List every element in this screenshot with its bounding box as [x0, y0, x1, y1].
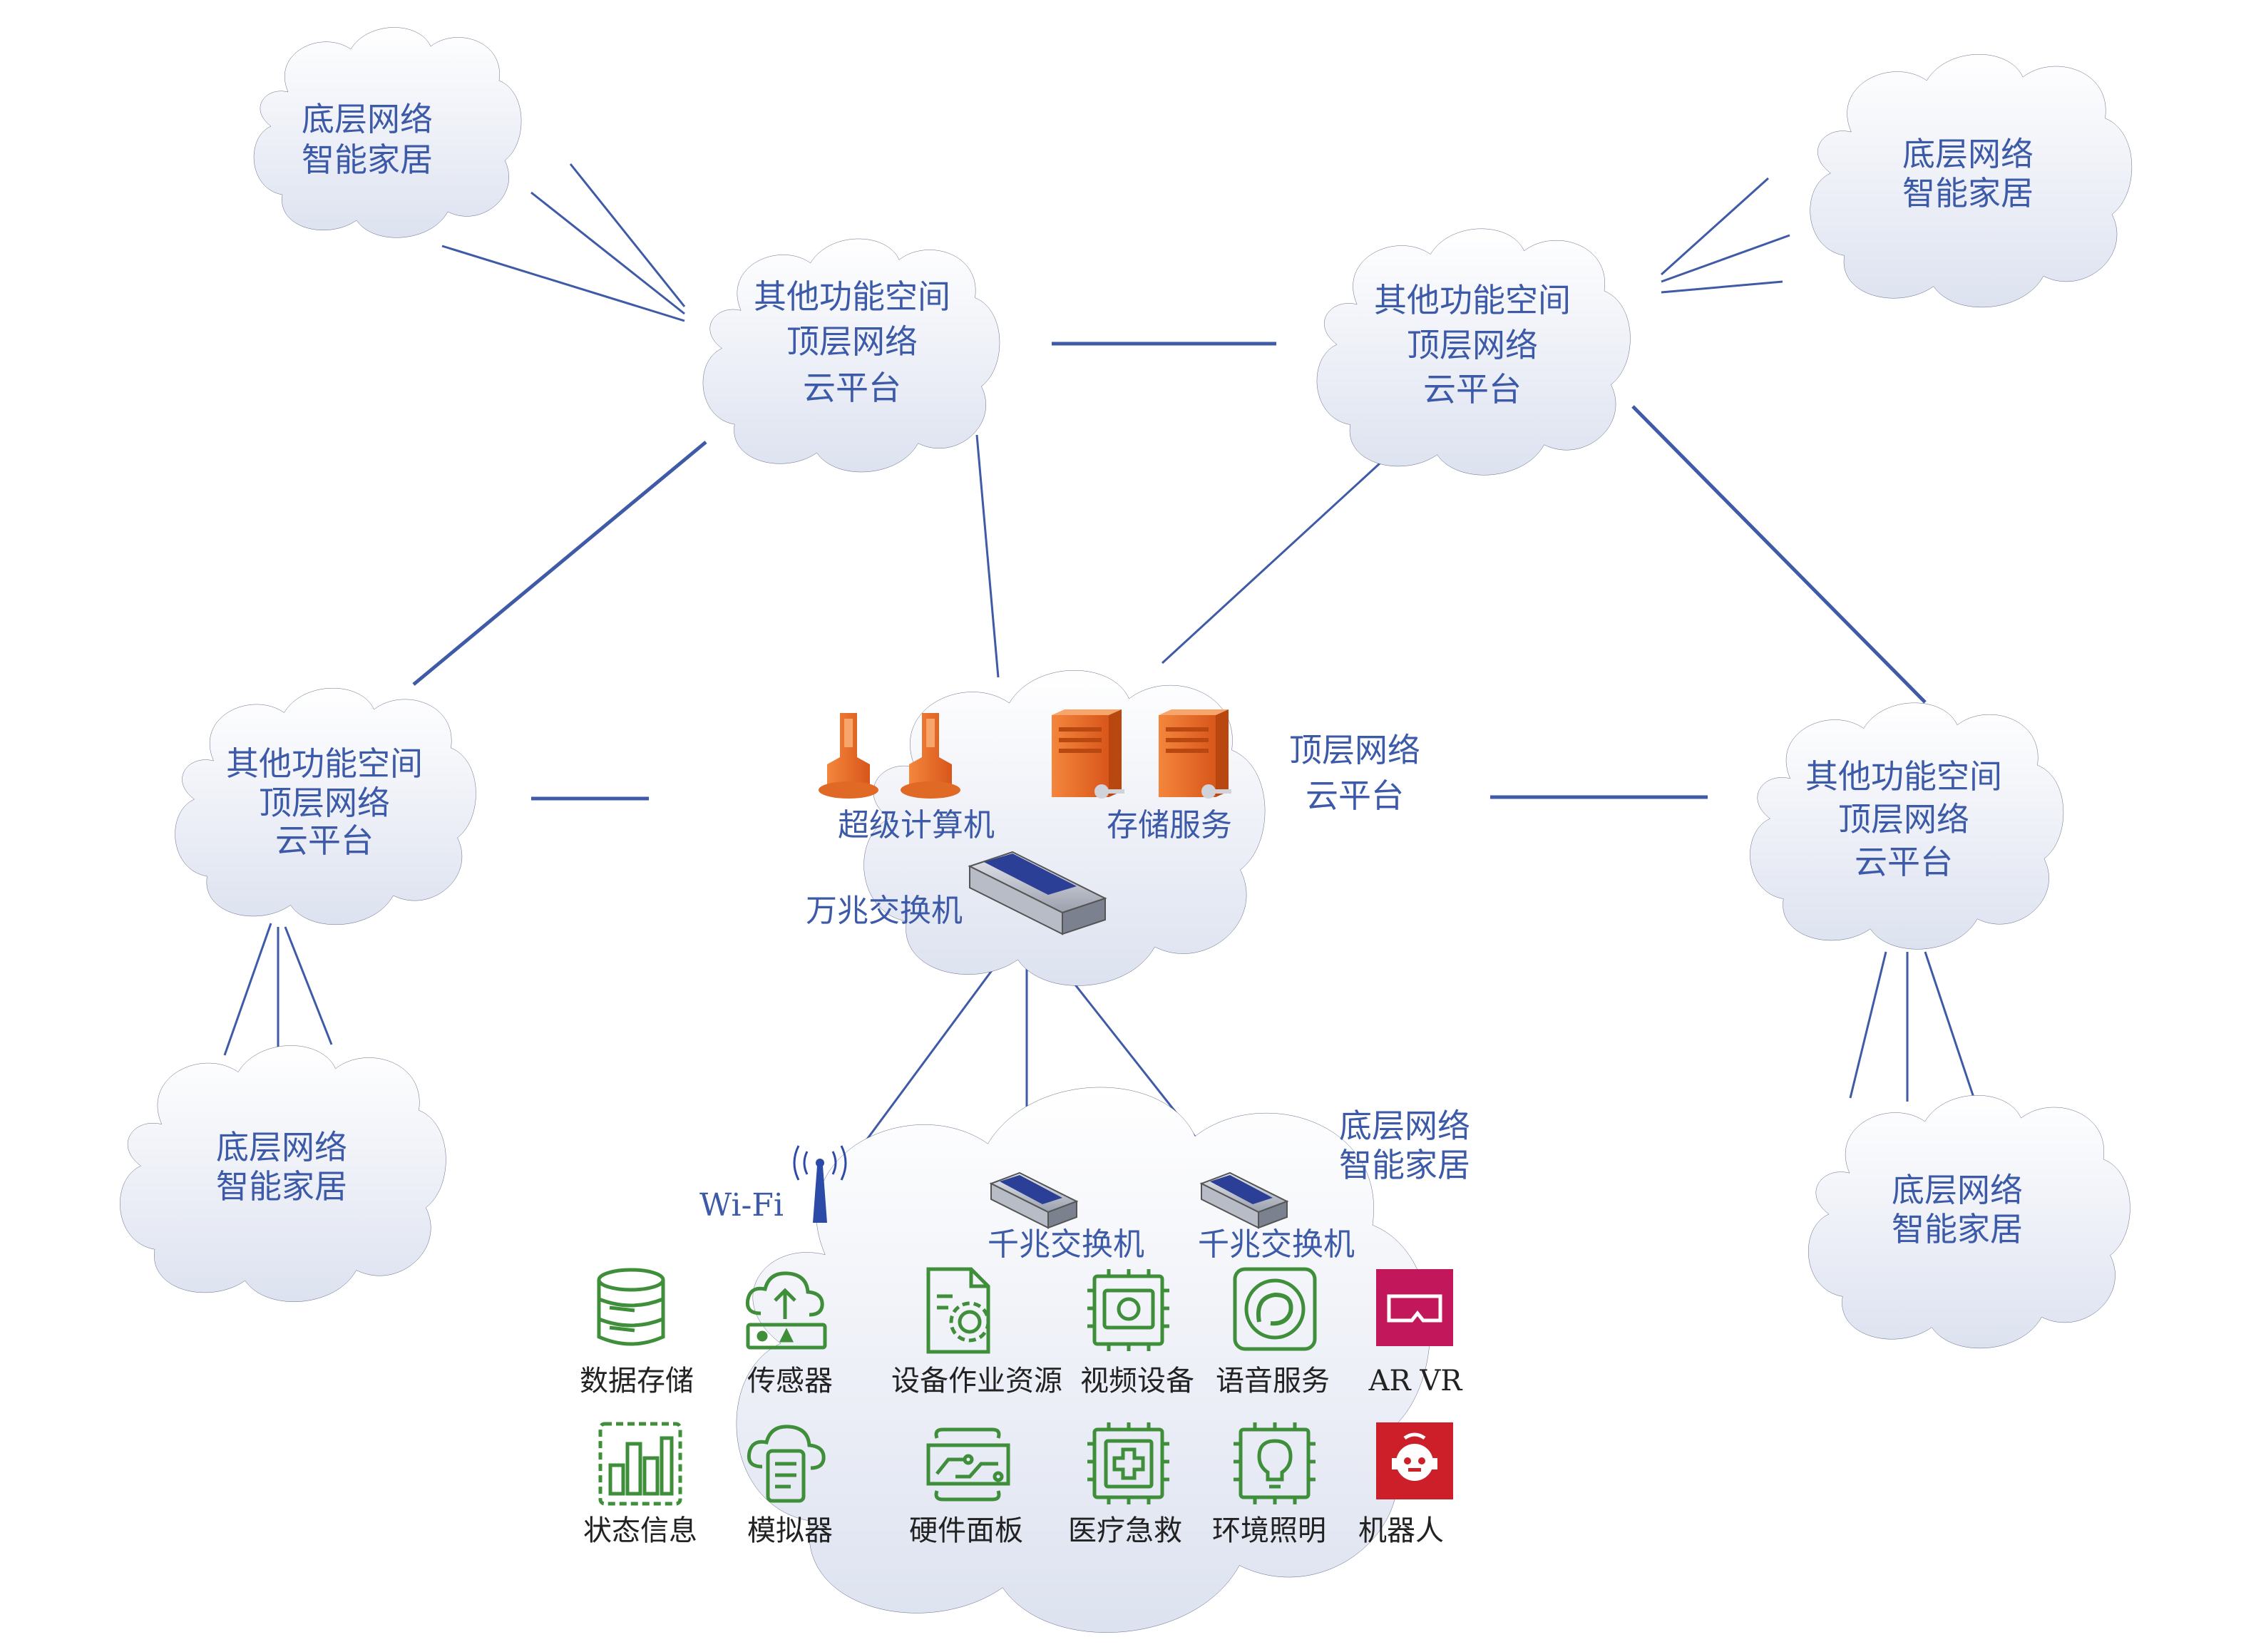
- cloud-mid-left-line1: 其他功能空间: [226, 744, 423, 783]
- service-label-robot: 机器人: [1358, 1514, 1444, 1547]
- cloud-top-center-right-line1: 其他功能空间: [1374, 281, 1571, 319]
- cloud-labels: 底层网络 智能家居 底层网络 智能家居 其他功能空间 顶层网络 云平台 其他功能…: [216, 100, 2034, 1248]
- switch-2-group: 千兆交换机: [1198, 1171, 1355, 1263]
- cloud-center-line2: 云平台: [1306, 776, 1404, 815]
- service-label-data-storage: 数据存储: [580, 1365, 694, 1397]
- supercomputer-label: 超级计算机: [838, 807, 995, 843]
- database-icon: [597, 1268, 665, 1346]
- document-gear-icon: [926, 1267, 990, 1354]
- core-switch-group: 万兆交换机: [806, 851, 1107, 935]
- service-label-sensor: 传感器: [747, 1365, 833, 1397]
- service-label-hardware-panel: 硬件面板: [909, 1514, 1023, 1547]
- service-label-device-resources: 设备作业资源: [891, 1365, 1062, 1397]
- wifi-antenna-icon: [793, 1145, 847, 1223]
- cloud-bottom-left-home-line1: 底层网络: [216, 1128, 347, 1166]
- supercomputer-icon: [901, 713, 960, 799]
- service-label-video: 视频设备: [1080, 1365, 1194, 1397]
- cloud-main-home-line1: 底层网络: [1339, 1107, 1470, 1145]
- cloud-top-center-left-line1: 其他功能空间: [754, 277, 950, 316]
- services-row-1-labels: 数据存储 传感器 设备作业资源 视频设备 语音服务 AR VR: [580, 1365, 1463, 1397]
- services-row-2-labels: 状态信息 模拟器 硬件面板 医疗急救 环境照明 机器人: [583, 1514, 1444, 1547]
- cloud-upload-icon: [745, 1271, 827, 1350]
- cloud-top-left-home-line1: 底层网络: [302, 100, 433, 138]
- server-icon: [1052, 709, 1124, 799]
- gigabit-switch-icon: [1199, 1171, 1289, 1229]
- cloud-mid-right-line3: 云平台: [1855, 843, 1953, 881]
- service-label-simulator: 模拟器: [747, 1514, 833, 1547]
- vr-headset-icon: [1376, 1269, 1453, 1346]
- cloud-mid-left-line3: 云平台: [275, 821, 374, 860]
- medical-chip-icon: [1087, 1422, 1169, 1504]
- core-switch-label: 万兆交换机: [806, 893, 963, 929]
- switch-1-label: 千兆交换机: [988, 1226, 1144, 1263]
- storage-group: 存储服务: [1052, 709, 1232, 843]
- cloud-main-home: [737, 1087, 1430, 1633]
- server-icon: [1159, 709, 1231, 799]
- cloud-top-center-right-line3: 云平台: [1423, 370, 1522, 409]
- voice-assistant-icon: [1233, 1267, 1317, 1351]
- service-label-medical: 医疗急救: [1068, 1514, 1182, 1547]
- cloud-bottom-right-home-line1: 底层网络: [1892, 1171, 2023, 1209]
- cloud-mid-right-line2: 顶层网络: [1838, 800, 1969, 838]
- cloud-bottom-left-home-line2: 智能家居: [216, 1167, 347, 1206]
- cloud-top-right-home-line2: 智能家居: [1902, 174, 2034, 212]
- cloud-bottom-right-home-line2: 智能家居: [1892, 1210, 2023, 1248]
- camera-chip-icon: [1087, 1269, 1169, 1351]
- cloud-mid-right-line1: 其他功能空间: [1805, 757, 2002, 796]
- cloud-top-right-home-line1: 底层网络: [1902, 135, 2034, 173]
- bar-status-icon: [598, 1422, 682, 1506]
- service-label-voice: 语音服务: [1216, 1365, 1330, 1397]
- supercomputer-group: 超级计算机: [819, 713, 995, 843]
- service-label-arvr: AR VR: [1368, 1365, 1464, 1397]
- wifi-label: Wi-Fi: [699, 1187, 784, 1223]
- cloud-top-center-left-line2: 顶层网络: [786, 322, 918, 361]
- cloud-main-home-line2: 智能家居: [1339, 1146, 1470, 1184]
- wifi-group: Wi-Fi: [699, 1145, 847, 1223]
- lightbulb-chip-icon: [1234, 1422, 1316, 1504]
- cloud-top-center-right-line2: 顶层网络: [1407, 326, 1538, 364]
- cloud-top-left-home-line2: 智能家居: [302, 140, 433, 179]
- network-links: [223, 163, 1976, 1184]
- cloud-center-line1: 顶层网络: [1289, 731, 1420, 769]
- cloud-top-center-left-line3: 云平台: [803, 369, 901, 407]
- switch-2-label: 千兆交换机: [1198, 1226, 1355, 1263]
- supercomputer-icon: [819, 713, 878, 799]
- cloud-mid-left-line2: 顶层网络: [259, 784, 390, 822]
- services-row-2: [598, 1422, 1453, 1506]
- service-label-status: 状态信息: [583, 1514, 697, 1547]
- cloud-simulator-icon: [747, 1425, 826, 1503]
- gigabit-switch-icon: [989, 1171, 1079, 1229]
- service-label-lighting: 环境照明: [1212, 1514, 1326, 1547]
- storage-label: 存储服务: [1107, 807, 1232, 843]
- services-row-1: [597, 1267, 1453, 1354]
- circuit-board-icon: [926, 1427, 1010, 1502]
- robot-icon: [1376, 1422, 1453, 1499]
- core-switch-icon: [968, 851, 1107, 935]
- switch-1-group: 千兆交换机: [988, 1171, 1144, 1263]
